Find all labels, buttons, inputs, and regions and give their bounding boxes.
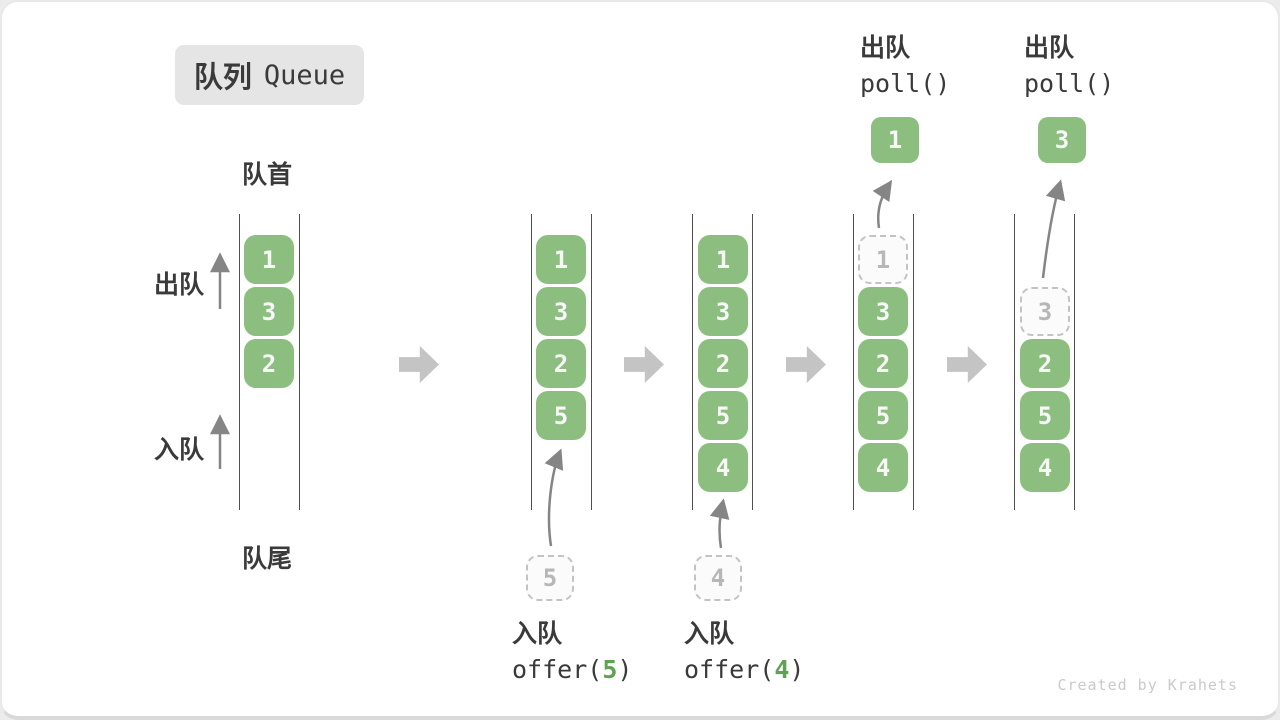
queue-cell: 5 xyxy=(858,391,908,440)
label-queue-rear: 队尾 xyxy=(242,545,293,573)
offer-code-post: ) xyxy=(617,655,633,684)
offer-op-2-action: 入队 xyxy=(684,620,735,648)
removed-cell: 3 xyxy=(1020,287,1070,336)
transition-arrow-icon xyxy=(947,346,987,383)
poll-op-2-action: 出队 xyxy=(1024,34,1075,62)
offer-code-pre: offer( xyxy=(512,655,603,684)
transition-arrow-icon xyxy=(786,346,826,383)
queue-cell: 4 xyxy=(1020,443,1070,492)
queue-cell: 5 xyxy=(536,391,586,440)
queue-cell: 4 xyxy=(698,443,748,492)
queue-cell: 2 xyxy=(858,339,908,388)
poll-op-2-code: poll() xyxy=(1024,69,1115,98)
queue-cell: 5 xyxy=(698,391,748,440)
transition-arrow-icon xyxy=(624,346,664,383)
poll-op-2: 出队 poll() xyxy=(1024,30,1114,102)
queue-cell: 2 xyxy=(698,339,748,388)
offer-code-arg: 4 xyxy=(774,655,790,684)
queue-cell: 3 xyxy=(698,287,748,336)
offer-op-2-code: offer(4) xyxy=(684,652,804,688)
queue-cell: 3 xyxy=(244,287,294,336)
queue-cell: 1 xyxy=(244,235,294,284)
queue-cell: 2 xyxy=(536,339,586,388)
offer-op-2: 入队 offer(4) xyxy=(684,616,804,688)
offer-code-arg: 5 xyxy=(602,655,618,684)
polled-value-badge: 1 xyxy=(871,117,919,163)
queue-cell: 1 xyxy=(536,235,586,284)
queue-channel-3 xyxy=(692,214,753,510)
offer-code-post: ) xyxy=(789,655,805,684)
queue-cell: 4 xyxy=(858,443,908,492)
poll-op-1-action: 出队 xyxy=(860,34,911,62)
offer-op-1: 入队 offer(5) xyxy=(512,616,632,688)
queue-channel-4 xyxy=(853,214,914,510)
queue-channel-5 xyxy=(1014,214,1075,510)
title-badge: 队列 Queue xyxy=(175,45,364,105)
queue-channel-2 xyxy=(531,214,592,510)
pending-enqueue-box: 5 xyxy=(526,555,574,601)
removed-cell: 1 xyxy=(858,235,908,284)
label-queue-front: 队首 xyxy=(242,161,293,189)
offer-code-pre: offer( xyxy=(684,655,775,684)
queue-channel-1 xyxy=(239,214,300,510)
label-dequeue: 出队 xyxy=(154,271,205,299)
offer-op-1-action: 入队 xyxy=(512,620,563,648)
offer-op-1-code: offer(5) xyxy=(512,652,632,688)
label-enqueue: 入队 xyxy=(154,436,205,464)
queue-cell: 2 xyxy=(244,339,294,388)
queue-cell: 2 xyxy=(1020,339,1070,388)
transition-arrow-icon xyxy=(399,346,439,383)
title-zh: 队列 xyxy=(193,62,252,94)
poll-op-1-code: poll() xyxy=(860,69,951,98)
polled-value-badge: 3 xyxy=(1038,117,1086,163)
queue-cell: 3 xyxy=(858,287,908,336)
poll-op-1: 出队 poll() xyxy=(860,30,950,102)
queue-cell: 1 xyxy=(698,235,748,284)
watermark: Created by Krahets xyxy=(1057,676,1238,694)
pending-enqueue-box: 4 xyxy=(694,555,742,601)
queue-cell: 3 xyxy=(536,287,586,336)
title-en: Queue xyxy=(263,59,346,91)
queue-cell: 5 xyxy=(1020,391,1070,440)
